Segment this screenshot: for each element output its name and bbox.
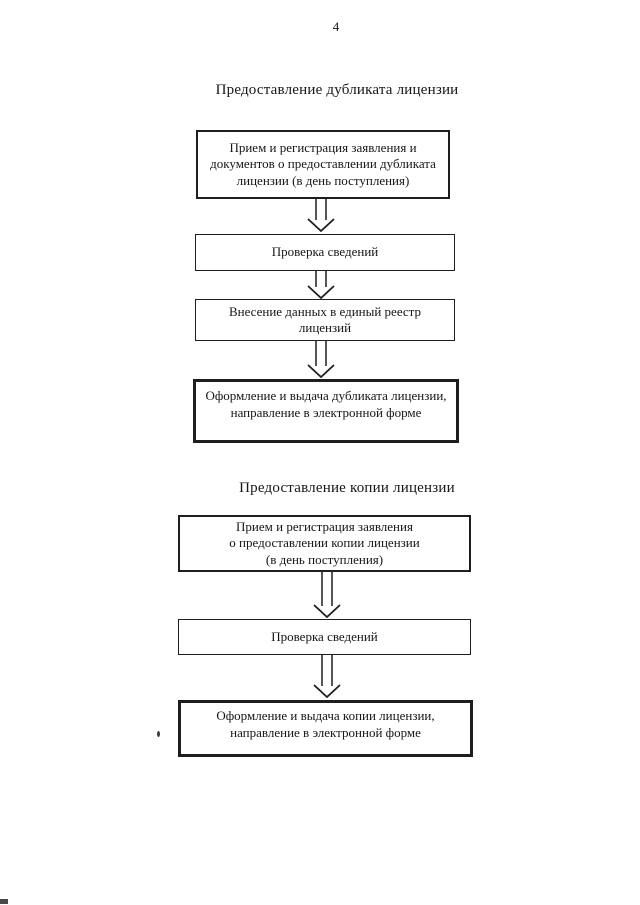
flow-step-verify-info-2: Проверка сведений [178, 619, 471, 655]
flow-down-arrow-icon [307, 270, 335, 299]
flow-down-arrow-icon [313, 655, 341, 698]
page-number: 4 [332, 19, 340, 34]
flow-step-issue-duplicate: Оформление и выдача дубликата лицензии, … [193, 379, 459, 443]
flow-down-arrow-icon [313, 572, 341, 618]
scan-speck [157, 731, 160, 737]
scan-corner-artifact [0, 899, 8, 904]
flow-step-receive-register-copy: Прием и регистрация заявления о предоста… [178, 515, 471, 572]
flow-step-issue-copy: Оформление и выдача копии лицензии, напр… [178, 700, 473, 757]
section-title-duplicate-license: Предоставление дубликата лицензии [215, 82, 459, 98]
section-title-license-copy: Предоставление копии лицензии [239, 480, 455, 496]
flow-step-receive-register-duplicate: Прием и регистрация заявления и документ… [196, 130, 450, 199]
flow-down-arrow-icon [307, 199, 335, 232]
flow-step-verify-info-1: Проверка сведений [195, 234, 455, 271]
flow-step-enter-registry: Внесение данных в единый реестр лицензий [195, 299, 455, 341]
flow-down-arrow-icon [307, 341, 335, 378]
